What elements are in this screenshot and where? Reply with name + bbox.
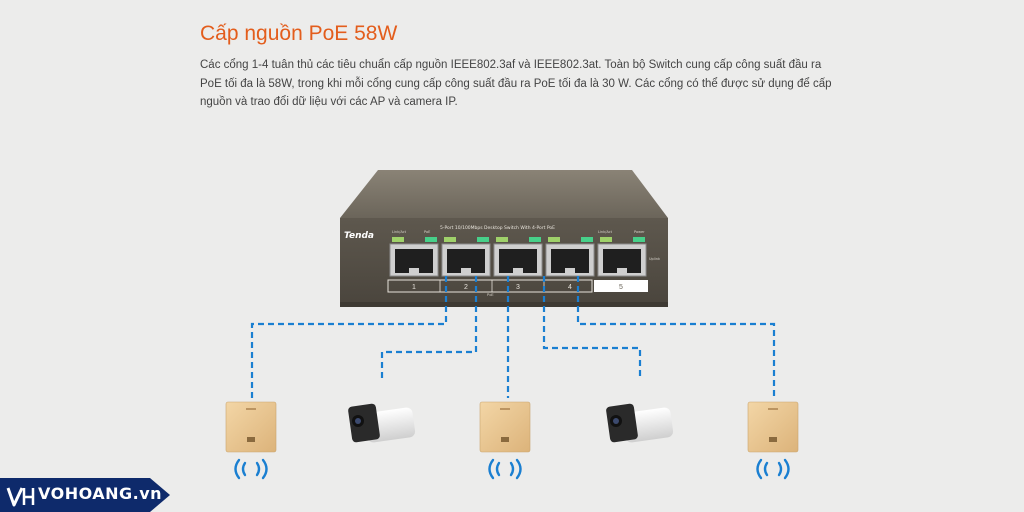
poe-port-strip xyxy=(387,279,593,293)
wifi-signal-icon xyxy=(234,458,268,480)
brand-bar xyxy=(0,478,170,512)
led-label-linkact: Link/Act xyxy=(392,230,407,234)
section-title: Cấp nguồn PoE 58W xyxy=(200,22,398,45)
switch-base xyxy=(340,302,668,307)
uplink-label: Uplink xyxy=(649,257,661,261)
switch-logo: Tenda xyxy=(344,231,374,241)
watermark-text: VOHOANG.vn xyxy=(38,484,163,503)
ethernet-port-4 xyxy=(545,237,595,277)
port-number-1: 1 xyxy=(412,284,416,291)
poe-strip-label: PoE xyxy=(487,293,494,297)
wifi-signal-icon xyxy=(488,458,522,480)
led-label-linkact-right: Link/Act xyxy=(598,230,613,234)
bullet-camera-icon xyxy=(348,403,416,443)
wifi-signal-icon xyxy=(756,458,790,480)
access-point-icon xyxy=(225,401,277,453)
cable-port5-ap3 xyxy=(576,276,776,398)
ethernet-port-3 xyxy=(493,237,543,277)
uplink-port-strip xyxy=(594,280,648,292)
section-description: Các cổng 1-4 tuân thủ các tiêu chuẩn cấp… xyxy=(200,59,832,108)
switch-top xyxy=(340,170,668,218)
poe-switch: Tenda 5-Port 10/100Mbps Desktop Switch W… xyxy=(340,170,668,307)
ethernet-port-1 xyxy=(389,237,439,277)
cable-port4-camera2 xyxy=(542,276,642,380)
access-point-icon xyxy=(747,401,799,453)
poe-cables xyxy=(250,276,776,398)
cable-port1-ap1 xyxy=(250,276,448,398)
vh-logo-icon xyxy=(6,487,35,507)
port-number-3: 3 xyxy=(516,284,520,291)
led-label-poe: PoE xyxy=(424,230,430,234)
ethernet-port-2 xyxy=(441,237,491,277)
port-number-4: 4 xyxy=(568,284,572,291)
access-point-icon xyxy=(479,401,531,453)
cable-port2-camera1 xyxy=(380,276,478,380)
led-label-power: Power xyxy=(634,230,645,234)
bullet-camera-icon xyxy=(606,403,674,443)
switch-model-label: 5-Port 10/100Mbps Desktop Switch With 4-… xyxy=(440,225,555,231)
port-number-5: 5 xyxy=(619,284,623,291)
ethernet-port-5 xyxy=(597,237,647,277)
port-number-2: 2 xyxy=(464,284,468,291)
